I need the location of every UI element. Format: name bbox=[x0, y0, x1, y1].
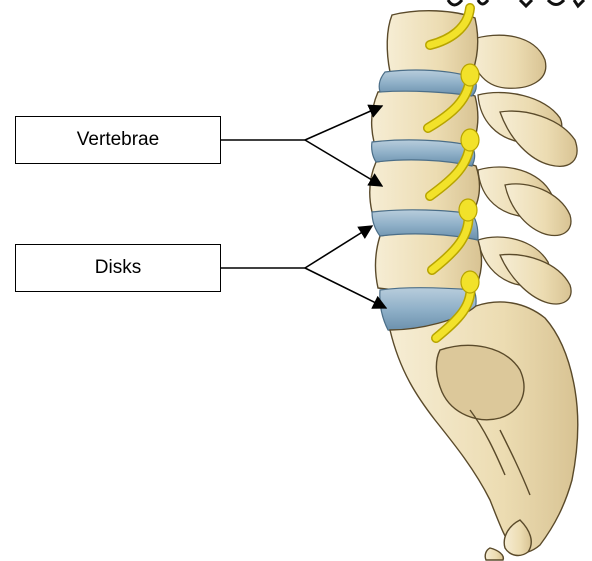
disks-label-box: Disks bbox=[15, 244, 221, 292]
leader-lines bbox=[221, 106, 386, 308]
posterior-processes bbox=[470, 35, 577, 304]
vertebrae-arrow-lower bbox=[305, 140, 382, 186]
disks-label: Disks bbox=[95, 257, 141, 279]
disks-arrow-lower bbox=[305, 268, 386, 308]
vertebrae-label-box: Vertebrae bbox=[15, 116, 221, 164]
vertebrae-arrow-upper bbox=[305, 106, 382, 140]
disks-arrow-upper bbox=[305, 226, 372, 268]
sacrum bbox=[390, 302, 578, 560]
vertebrae-label: Vertebrae bbox=[77, 129, 159, 151]
title-fragment bbox=[335, 0, 584, 6]
